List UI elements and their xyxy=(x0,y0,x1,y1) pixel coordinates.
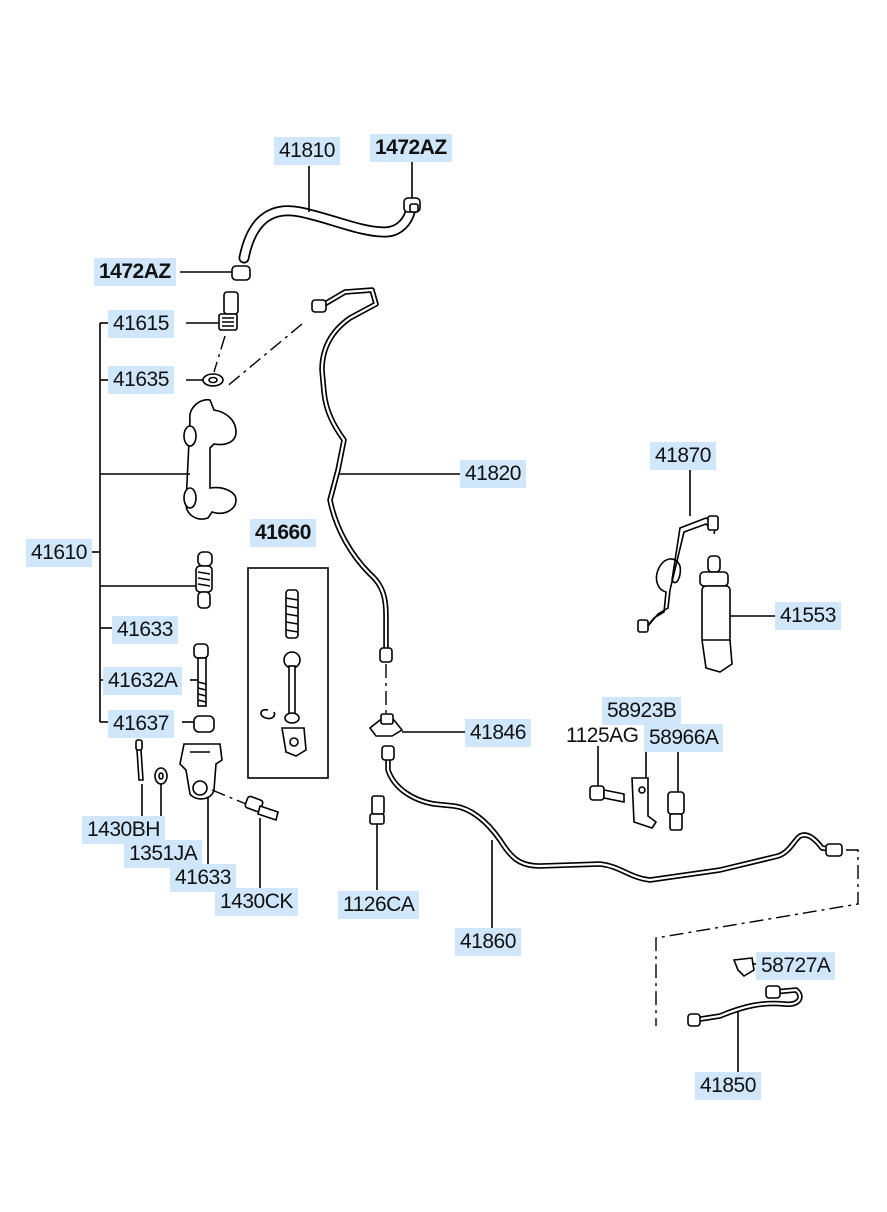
pipe-41870 xyxy=(637,515,719,633)
hose-41810 xyxy=(238,205,416,264)
label-41633-upper: 41633 xyxy=(112,616,178,644)
fitting-41615 xyxy=(218,291,239,331)
bolt-1125ag xyxy=(589,785,625,803)
label-41860: 41860 xyxy=(455,928,521,956)
clevis-41633 xyxy=(179,743,223,800)
clamp-top xyxy=(403,197,421,213)
pin-1430bh xyxy=(135,739,144,781)
pipe-41860 xyxy=(381,745,843,883)
dash-4 xyxy=(655,849,859,1026)
dash-2 xyxy=(224,323,303,389)
label-1472az-left: 1472AZ xyxy=(94,258,176,286)
label-41810: 41810 xyxy=(274,137,340,165)
label-41632a: 41632A xyxy=(103,667,183,695)
pipe-41820 xyxy=(311,287,393,663)
clip-58727a xyxy=(732,957,755,978)
label-1126ca: 1126CA xyxy=(338,891,420,919)
bolt-1126ca xyxy=(369,795,385,825)
label-1472az-top: 1472AZ xyxy=(370,134,452,162)
junction-41846 xyxy=(368,713,404,737)
bracket-58923b xyxy=(631,777,658,829)
label-1430ck: 1430CK xyxy=(215,888,298,916)
bolt-1430ck xyxy=(211,789,279,822)
dash-1 xyxy=(213,335,226,373)
label-41635: 41635 xyxy=(108,366,174,394)
push-rod-41632a xyxy=(193,643,209,707)
label-41615: 41615 xyxy=(108,310,174,338)
hose-41850 xyxy=(687,985,803,1027)
washer-41635 xyxy=(202,373,224,387)
label-1430bh: 1430BH xyxy=(82,816,165,844)
label-41633-lower: 41633 xyxy=(170,864,236,892)
label-41870: 41870 xyxy=(650,442,716,470)
clamp-left xyxy=(231,265,251,281)
label-41820: 41820 xyxy=(460,460,526,488)
label-41846: 41846 xyxy=(465,719,531,747)
kit-box-41660 xyxy=(247,567,329,779)
label-58727a: 58727A xyxy=(756,952,836,980)
master-cylinder xyxy=(183,398,237,520)
label-58923b: 58923B xyxy=(602,697,682,725)
label-41850: 41850 xyxy=(695,1072,761,1100)
label-41553: 41553 xyxy=(775,602,841,630)
switch-58966a xyxy=(667,791,685,831)
boot-41637 xyxy=(193,715,215,733)
label-1351ja: 1351JA xyxy=(124,840,203,868)
label-41637: 41637 xyxy=(108,710,174,738)
label-1125ag: 1125AG xyxy=(566,724,639,747)
label-41610: 41610 xyxy=(26,539,92,567)
spring-piston xyxy=(195,551,213,609)
label-58966a: 58966A xyxy=(644,724,724,752)
cylinder-41553 xyxy=(699,555,733,673)
label-41660: 41660 xyxy=(250,519,316,547)
washer-1351ja xyxy=(154,767,168,785)
